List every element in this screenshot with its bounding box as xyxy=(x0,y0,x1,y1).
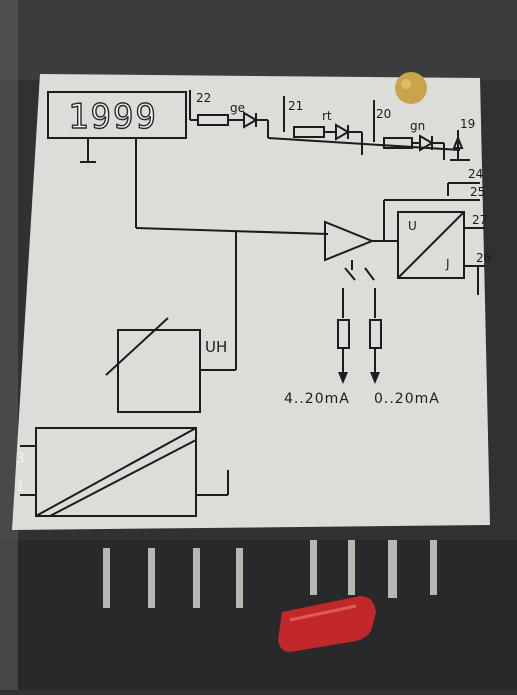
terminal-25: 25 xyxy=(470,185,486,199)
terminal-21: 21 xyxy=(288,99,304,113)
heater-box xyxy=(117,329,201,413)
output-4-20ma: 4..20mA xyxy=(284,391,350,407)
terminal-1: 1 xyxy=(16,479,26,495)
terminal-26: 26 xyxy=(476,251,492,265)
converter-u-label: U xyxy=(408,219,417,233)
connector-pins xyxy=(103,540,437,608)
terminal-19: 19 xyxy=(460,117,476,131)
led-label-rt: rt xyxy=(322,109,332,123)
brass-screw xyxy=(395,72,427,104)
terminal-20: 20 xyxy=(376,107,392,121)
schematic xyxy=(20,90,485,517)
terminal-27: 27 xyxy=(472,213,488,227)
display-value: 1999 xyxy=(67,97,158,137)
amplifier-symbol xyxy=(324,220,375,262)
terminal-24: 24 xyxy=(468,167,484,181)
red-wire-cap xyxy=(278,596,376,652)
uj-converter xyxy=(397,211,465,279)
terminal-3: 3 xyxy=(16,451,26,467)
label-paper xyxy=(12,74,490,530)
led-label-ge: ge xyxy=(230,101,245,115)
isolator-box xyxy=(35,427,197,517)
terminal-22: 22 xyxy=(196,91,212,105)
led-label-gn: gn xyxy=(410,119,426,133)
display-box xyxy=(47,91,187,139)
output-0-20ma: 0..20mA xyxy=(374,391,440,407)
heater-label: UH xyxy=(205,338,228,356)
converter-j-label: J xyxy=(446,257,450,271)
